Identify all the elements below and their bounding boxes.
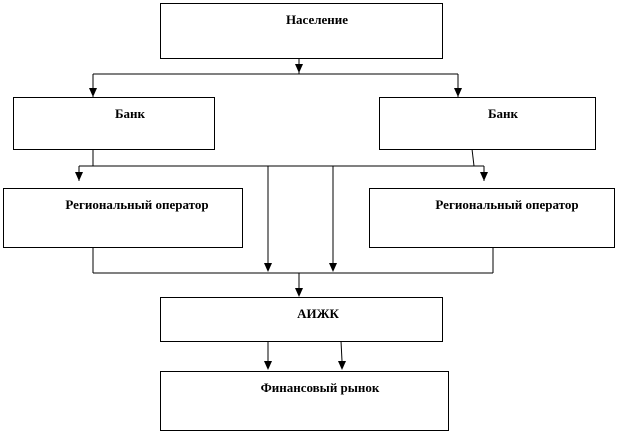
arrowhead-market-left [264,361,272,370]
edge-aizhk-to-market-right [340,340,343,362]
regional-operator-right-box [369,188,615,248]
financial-market-box [160,371,449,431]
node-financial-market: Финансовый рынок [160,371,449,431]
aizhk-label: АИЖК [297,306,339,321]
arrowhead-aizhk [295,288,303,297]
node-regional-operator-left: Региональный оператор [3,188,243,248]
arrowhead-market-right [338,361,346,370]
bank-left-box [13,97,215,150]
arrowhead-bus-right [329,263,337,272]
regional-operator-left-label: Региональный оператор [65,197,208,212]
connectors [78,58,494,362]
arrowheads [75,64,488,370]
node-bank-left: Банк [13,97,215,150]
regional-operator-right-label: Региональный оператор [435,197,578,212]
node-bank-right: Банк [379,97,596,150]
arrowhead-bank-right [454,88,462,97]
arrowhead-bank-left [89,88,97,97]
regional-operator-left-box [3,188,243,248]
arrowhead-bus-left [264,263,272,272]
financial-market-label: Финансовый рынок [261,380,380,395]
bank-left-label: Банк [115,106,146,121]
edge-bank-right-trunk [471,148,475,167]
bank-right-label: Банк [488,106,519,121]
arrowhead-operator-right [480,172,488,181]
arrowhead-population [295,64,303,73]
bank-right-box [379,97,596,150]
node-aizhk: АИЖК [160,297,443,342]
node-population: Население [160,3,443,59]
population-box [160,3,443,59]
aizhk-box [160,297,443,342]
node-regional-operator-right: Региональный оператор [369,188,615,248]
population-label: Население [286,12,348,27]
arrowhead-operator-left [75,172,83,181]
